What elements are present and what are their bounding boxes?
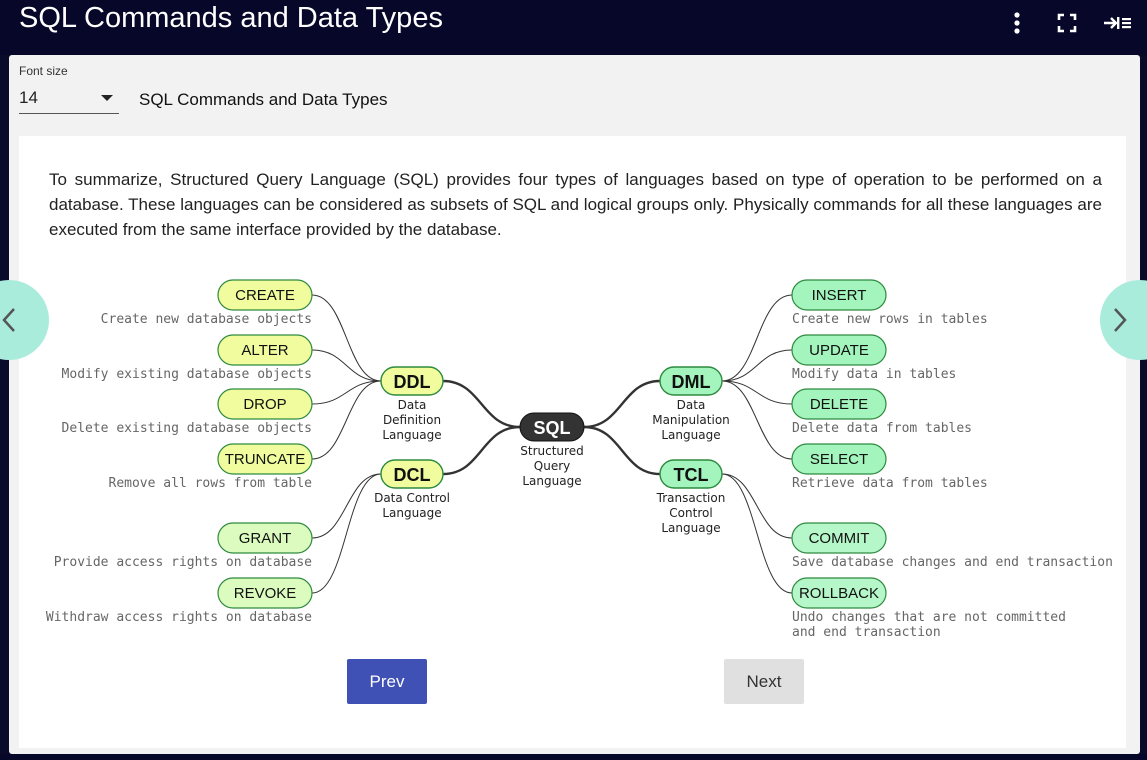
command-label: CREATE: [235, 287, 295, 304]
connector-line: [721, 294, 793, 382]
connector-line: [311, 294, 382, 382]
command-description: and end transaction: [792, 625, 941, 640]
bottom-strip: [0, 754, 1147, 760]
command-description: Create new database objects: [101, 312, 312, 327]
connectors: [311, 294, 793, 594]
connector-line: [442, 379, 521, 429]
command-label: GRANT: [239, 530, 292, 547]
app-header: SQL Commands and Data Types: [0, 0, 1147, 55]
command-description: Modify existing database objects: [62, 367, 312, 382]
connector-line: [721, 380, 793, 460]
command-label: DROP: [243, 396, 286, 413]
command-label: COMMIT: [809, 530, 870, 547]
root-description: Language: [522, 474, 581, 488]
connector-line: [311, 473, 382, 539]
command-description: Delete existing database objects: [62, 421, 312, 436]
connector-line: [442, 425, 521, 476]
command-node-create: CREATE Create new database objects: [101, 279, 313, 327]
group-description: Transaction: [656, 491, 726, 505]
command-label: DELETE: [810, 396, 868, 413]
command-node-select: SELECT Retrieve data from tables: [791, 443, 988, 491]
command-label: SELECT: [810, 451, 868, 468]
command-node-delete: DELETE Delete data from tables: [791, 388, 972, 436]
group-label: TCL: [674, 465, 709, 485]
group-label: DCL: [394, 465, 431, 485]
connector-line: [311, 349, 382, 382]
command-description: Remove all rows from table: [109, 476, 313, 491]
group-description: Language: [661, 521, 720, 535]
content-card: To summarize, Structured Query Language …: [19, 136, 1126, 748]
chevron-left-icon: [2, 308, 15, 332]
command-node-alter: ALTER Modify existing database objects: [62, 334, 313, 382]
command-node-truncate: TRUNCATE Remove all rows from table: [109, 443, 313, 491]
group-description: Definition: [383, 413, 441, 427]
command-label: TRUNCATE: [225, 451, 306, 468]
command-node-update: UPDATE Modify data in tables: [791, 334, 956, 382]
command-node-revoke: REVOKE Withdraw access rights on database: [46, 577, 313, 625]
app-title: SQL Commands and Data Types: [19, 2, 443, 34]
prev-button[interactable]: Prev: [347, 659, 427, 704]
root-description: Structured: [520, 444, 583, 458]
command-description: Withdraw access rights on database: [46, 610, 312, 625]
next-button[interactable]: Next: [724, 659, 804, 704]
group-description: Control: [669, 506, 712, 520]
group-label: DDL: [394, 372, 431, 392]
command-description: Modify data in tables: [792, 367, 956, 382]
fullscreen-icon[interactable]: [1052, 10, 1082, 36]
group-label: DML: [672, 372, 711, 392]
command-description: Delete data from tables: [792, 421, 972, 436]
more-vert-icon[interactable]: [1002, 10, 1032, 36]
collapse-panel-icon[interactable]: [1102, 10, 1132, 36]
group-description: Language: [661, 428, 720, 442]
connector-line: [721, 349, 793, 382]
command-description: Save database changes and end transactio…: [792, 555, 1113, 570]
connector-line: [311, 380, 382, 460]
root-description: Query: [534, 459, 570, 473]
font-size-select[interactable]: 14: [19, 82, 119, 114]
group-description: Data: [398, 398, 427, 412]
command-node-grant: GRANT Provide access rights on database: [54, 522, 313, 570]
command-label: ALTER: [241, 342, 288, 359]
connector-line: [721, 380, 793, 405]
chevron-down-icon: [101, 95, 113, 101]
command-label: REVOKE: [234, 585, 297, 602]
command-label: UPDATE: [809, 342, 869, 359]
command-node-insert: INSERT Create new rows in tables: [791, 279, 988, 327]
connector-line: [311, 380, 382, 405]
command-node-rollback: ROLLBACK Undo changes that are not commit…: [791, 577, 1066, 640]
previous-slide-arrow[interactable]: [0, 280, 49, 360]
root-label: SQL: [533, 418, 570, 438]
command-label: ROLLBACK: [799, 585, 879, 602]
main-panel: Font size 14 SQL Commands and Data Types…: [9, 55, 1140, 754]
group-description: Manipulation: [652, 413, 730, 427]
connector-line: [721, 473, 793, 539]
command-description: Undo changes that are not committed: [792, 610, 1066, 625]
command-node-commit: COMMIT Save database changes and end tran…: [791, 522, 1113, 570]
command-node-drop: DROP Delete existing database objects: [62, 388, 313, 436]
command-description: Retrieve data from tables: [792, 476, 988, 491]
command-label: INSERT: [812, 287, 867, 304]
font-size-label: Font size: [19, 64, 68, 78]
group-description: Data: [677, 398, 706, 412]
connector-line: [583, 425, 661, 476]
group-description: Language: [382, 506, 441, 520]
next-slide-arrow[interactable]: [1100, 280, 1147, 360]
command-description: Create new rows in tables: [792, 312, 988, 327]
connector-line: [583, 379, 661, 429]
intro-paragraph: To summarize, Structured Query Language …: [49, 170, 1102, 239]
page-title: SQL Commands and Data Types: [139, 90, 388, 109]
command-description: Provide access rights on database: [54, 555, 312, 570]
group-description: Language: [382, 428, 441, 442]
group-description: Data Control: [374, 491, 450, 505]
connector-line: [721, 473, 793, 594]
sql-mindmap-diagram: SQLStructuredQueryLanguageDDLDataDefinit…: [46, 279, 1113, 640]
connector-line: [311, 473, 382, 594]
chevron-right-icon: [1114, 308, 1127, 332]
font-size-value: 14: [19, 88, 38, 107]
